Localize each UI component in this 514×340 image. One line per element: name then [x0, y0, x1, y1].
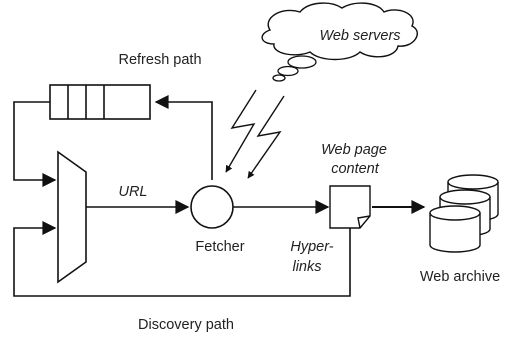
web-archive-database [429, 174, 499, 253]
fetcher-node [190, 185, 234, 229]
hyperlinks-label-1: Hyper- [290, 239, 333, 255]
cloud-bubble-medium [277, 65, 299, 77]
refresh-queue [49, 84, 151, 120]
web-page-document [329, 185, 371, 229]
web-archive-label: Web archive [420, 269, 500, 285]
web-servers-label: Web servers [319, 28, 400, 44]
refresh-path-arrow [154, 95, 213, 180]
url-multiplexer [57, 150, 87, 284]
hyperlinks-label-2: links [292, 259, 321, 275]
discovery-path-label: Discovery path [138, 317, 234, 333]
archive-cylinder-front [429, 205, 481, 253]
refresh-path-label: Refresh path [118, 52, 201, 68]
discovery-path-arrow [13, 202, 351, 297]
web-page-content-label-1: Web page [321, 142, 387, 158]
fetcher-label: Fetcher [195, 239, 244, 255]
lightning-bolt-1 [225, 89, 257, 173]
queue-to-mux-arrow [13, 101, 57, 187]
web-servers-cloud: Web servers [261, 2, 418, 82]
cloud-bubble-small [272, 74, 286, 82]
web-page-content-label-2: content [331, 161, 380, 177]
lightning-bolt-2 [247, 95, 285, 179]
cloud-bubble-large [287, 55, 317, 69]
network-lightning [225, 89, 285, 179]
url-label: URL [118, 184, 147, 200]
